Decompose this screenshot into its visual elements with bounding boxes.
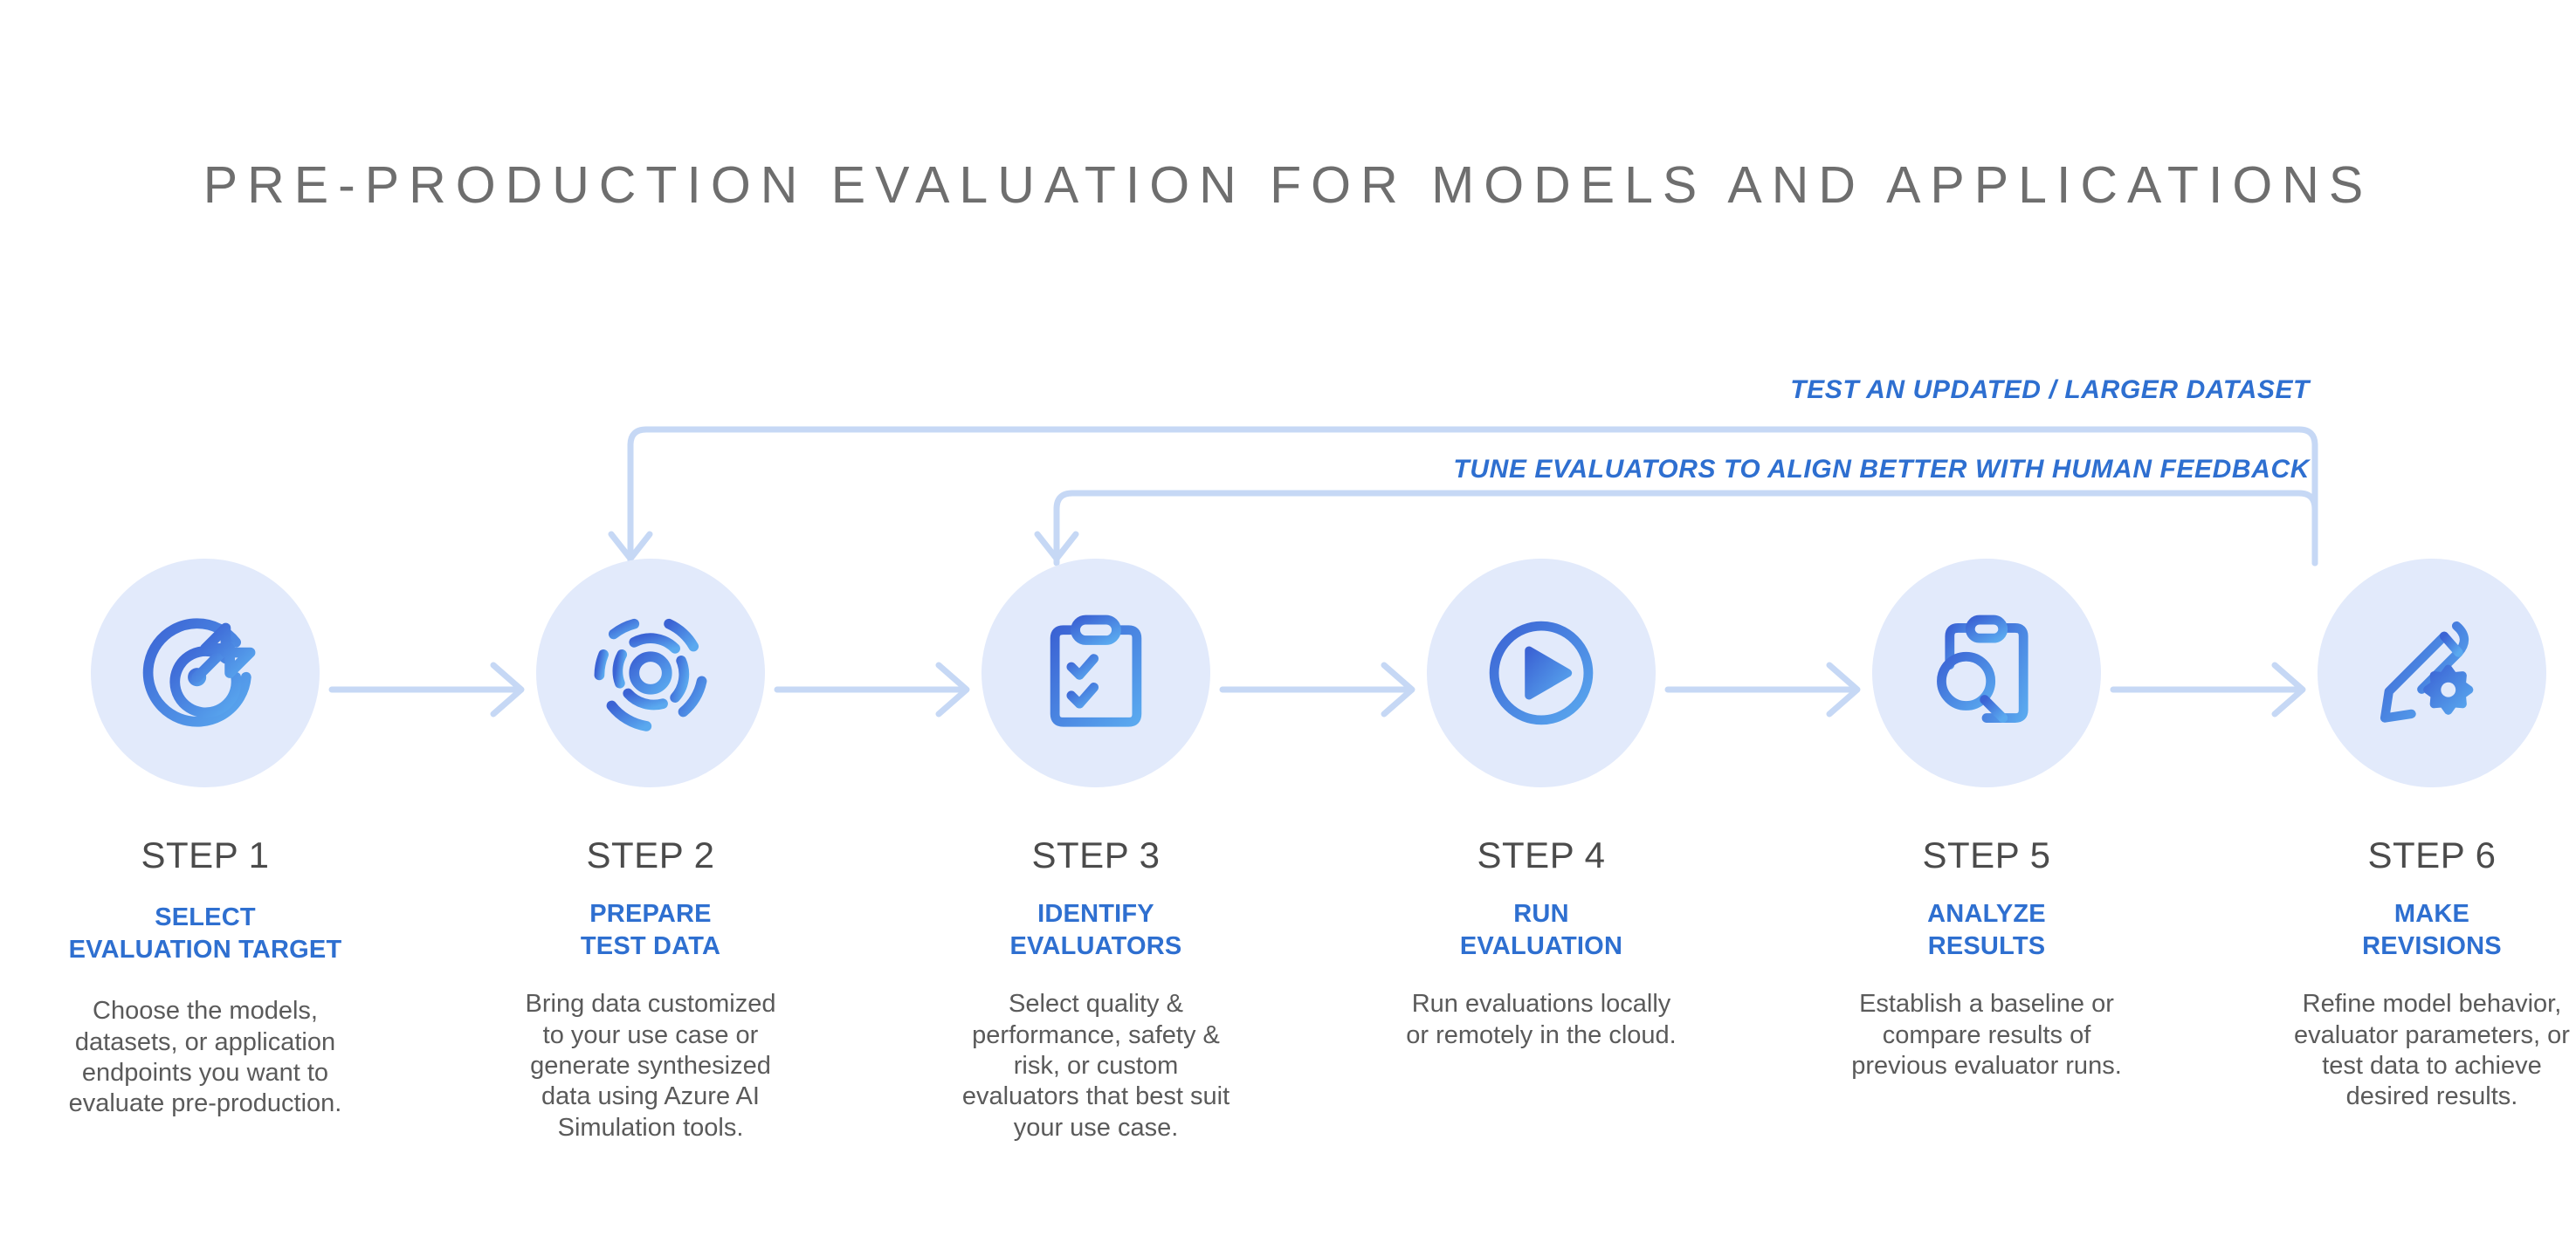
- step-3-name: STEP 3: [1031, 834, 1161, 876]
- loop-arrow-tune-evaluators: [1034, 490, 2318, 566]
- step-2-icon-circle: [536, 559, 765, 787]
- step-1-name: STEP 1: [141, 834, 270, 876]
- loop-arrow-test-dataset: [608, 426, 2318, 566]
- step-6-icon-circle: [2318, 559, 2546, 787]
- step-4-icon-circle: [1427, 559, 1656, 787]
- step-5-icon-circle: [1872, 559, 2101, 787]
- loop-label-test-dataset: TEST AN UPDATED / LARGER DATASET: [1790, 375, 2310, 404]
- pencil-gear-icon: [2380, 621, 2474, 723]
- step-3-description: Select quality &performance, safety &ris…: [961, 990, 1230, 1142]
- page-title: PRE-PRODUCTION EVALUATION FOR MODELS AND…: [203, 156, 2373, 214]
- clipboard-magnifier-icon: [1937, 615, 2028, 723]
- step-2-name: STEP 2: [586, 834, 715, 876]
- step-3-icon-circle: [981, 559, 1210, 787]
- loop-label-tune-evaluators: TUNE EVALUATORS TO ALIGN BETTER WITH HUM…: [1453, 455, 2310, 484]
- data-scan-rings-icon: [594, 618, 707, 731]
- play-circle-icon: [1489, 621, 1594, 725]
- target-arrow-icon: [142, 618, 256, 727]
- step-1-icon-circle: [91, 559, 320, 787]
- step-4-name: STEP 4: [1477, 834, 1606, 876]
- step-5-name: STEP 5: [1922, 834, 2051, 876]
- clipboard-checklist-icon: [1050, 615, 1142, 727]
- step-6-description: Refine model behavior,evaluator paramete…: [2294, 990, 2570, 1111]
- step-1-description: Choose the models,datasets, or applicati…: [68, 997, 342, 1118]
- step-6-name: STEP 6: [2367, 834, 2497, 876]
